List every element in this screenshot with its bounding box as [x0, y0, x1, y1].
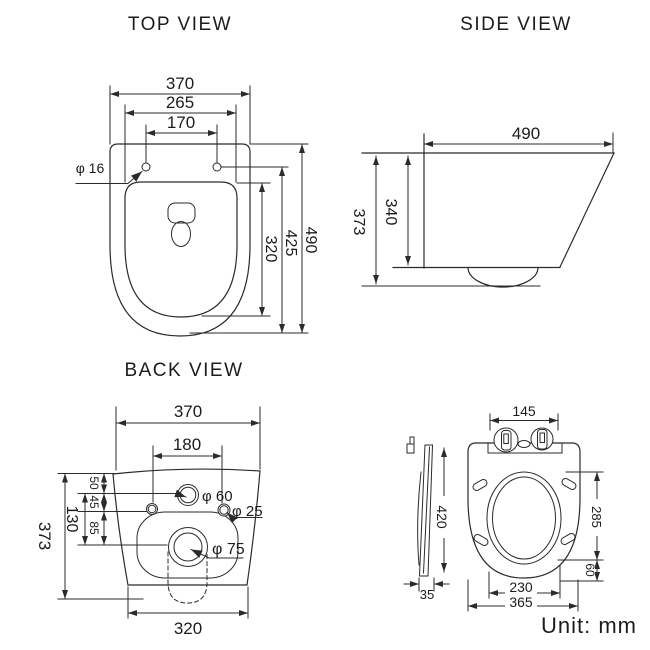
dim-label-offset-bottom: 85	[87, 521, 101, 535]
seat-opening-inner	[492, 476, 556, 560]
dim-label-width: 370	[166, 74, 194, 93]
dim-label-inner-width: 230	[509, 579, 533, 595]
dim-label-outlet-dia: φ 75	[212, 541, 245, 558]
back-view-extension-lines	[57, 406, 261, 619]
bumper-upper-right	[561, 478, 577, 490]
top-view-extension-lines	[109, 85, 309, 334]
hinge-right	[530, 427, 554, 451]
seat-ring-outline	[124, 181, 238, 318]
seat-side-profile	[406, 436, 434, 577]
label-backer	[434, 496, 448, 538]
dim-label-depth: 490	[512, 124, 540, 143]
dim-label-body-height: 340	[382, 199, 399, 226]
fixing-hole-left	[141, 162, 151, 172]
outlet-bulge	[467, 266, 539, 288]
back-body-outline	[112, 468, 261, 586]
label-backers	[434, 496, 604, 609]
seat-opening-outer	[486, 471, 562, 565]
fixing-dia-leader	[226, 511, 263, 524]
dim-label-fixing-dia: φ 25	[232, 503, 263, 520]
top-view: TOP VIEW 370 265	[75, 14, 319, 337]
dim-label-width: 370	[174, 402, 202, 421]
hinge-slot-left	[501, 430, 512, 451]
dim-label-seat-depth: 320	[262, 236, 279, 263]
hidden-outlet-dashed	[167, 551, 208, 604]
outlet-hole-inner	[173, 532, 203, 562]
hinge-slot-right-inner	[539, 432, 545, 443]
dim-label-hinge-spacing: 145	[512, 403, 536, 419]
dim-label-back-offset: 60	[583, 563, 597, 577]
side-view-title: SIDE VIEW	[460, 14, 572, 35]
bumper-upper-left	[472, 479, 488, 491]
back-view: BACK VIEW	[35, 360, 263, 638]
fixing-hole-left-inner	[147, 504, 157, 514]
dim-label-opening-length: 285	[589, 506, 604, 528]
hinge-left	[493, 427, 519, 453]
hole-dia-leader	[75, 170, 143, 184]
seat-ring-profile	[417, 471, 422, 566]
dim-label-hole-spacing: 180	[173, 435, 201, 454]
thickness-dim	[403, 577, 450, 592]
back-view-title: BACK VIEW	[124, 360, 243, 381]
seat-outline	[467, 442, 581, 579]
bowl-outline	[109, 143, 251, 337]
flush-spot-outline	[167, 202, 196, 224]
dim-label-hole-depth: 425	[282, 230, 299, 257]
dim-label-bottom-width: 320	[174, 619, 202, 638]
label-backer	[589, 499, 604, 536]
fixing-hole-right-inner	[219, 505, 229, 515]
dim-label-total-height: 373	[350, 209, 367, 236]
top-view-title: TOP VIEW	[128, 14, 232, 35]
dim-label-total-depth: 490	[302, 227, 319, 254]
dim-label-offset-mid: 45	[87, 495, 101, 509]
dim-label-length: 420	[434, 505, 450, 529]
label-backer	[584, 562, 595, 579]
unit-label: Unit: mm	[541, 613, 637, 638]
dim-label-total-height: 373	[35, 522, 54, 550]
hinge-bracket	[406, 443, 415, 454]
hinge-bar	[487, 442, 563, 454]
dim-label-seat-width: 265	[166, 93, 194, 112]
outlet-dia-leader	[190, 548, 244, 559]
dim-label-hole-dia: φ 16	[76, 160, 105, 176]
dim-label-outer-width: 365	[509, 594, 533, 610]
side-view: SIDE VIEW 490 373 340	[350, 14, 615, 288]
hinge-slot-left-inner	[503, 433, 509, 444]
dim-label-inlet-dia: φ 60	[202, 488, 233, 505]
fixing-hole-right	[212, 162, 222, 172]
front-slant-edge	[559, 152, 615, 268]
dim-label-thickness: 35	[420, 587, 434, 602]
lid-profile-inner-line	[422, 446, 431, 574]
dim-label-offset-top: 50	[87, 476, 101, 490]
flush-spot-inner	[171, 221, 191, 247]
seat-detail: 145 420 35 285 60 230 365	[403, 403, 604, 612]
lid-profile	[418, 444, 434, 577]
bumper-lower-right	[560, 533, 576, 545]
label-backer	[505, 595, 537, 609]
hinge-center-oval	[517, 440, 531, 448]
dim-label-hole-spacing: 170	[167, 113, 195, 132]
inlet-dia-leader	[77, 489, 187, 498]
label-backer	[505, 580, 537, 595]
bumper-lower-left	[473, 534, 489, 546]
dim-label-inlet-height: 130	[63, 506, 80, 533]
hinge-slot-right	[537, 429, 548, 450]
seat-bottom-view	[467, 427, 581, 579]
hinge-pin	[409, 436, 415, 445]
